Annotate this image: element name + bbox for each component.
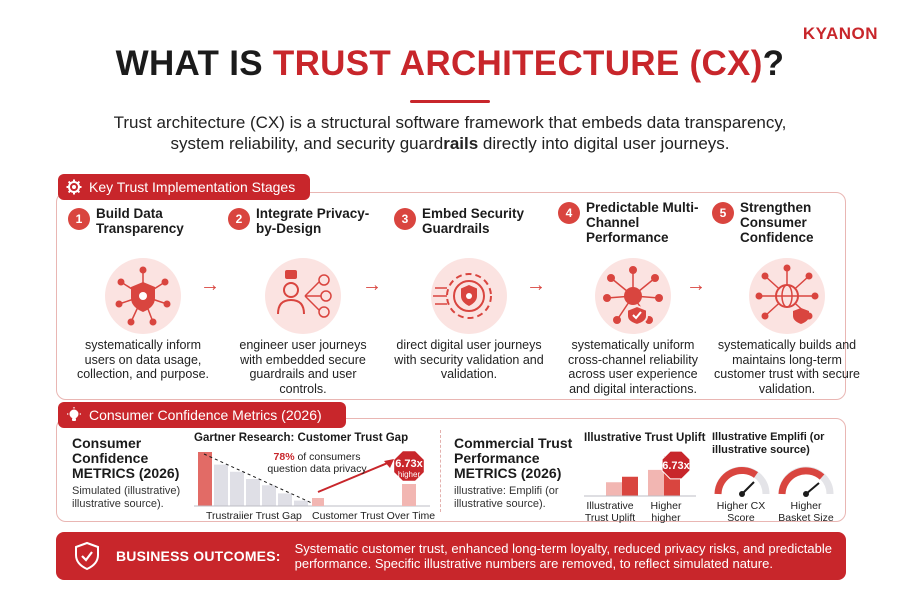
trust-gap-bar [214, 464, 228, 506]
page-title: WHAT IS TRUST ARCHITECTURE (CX)? [0, 44, 900, 84]
business-outcomes-banner: BUSINESS OUTCOMES: Systematic customer t… [56, 532, 846, 580]
stage-title: Build Data Transparency [96, 206, 184, 236]
gauges [714, 466, 834, 497]
title-highlight: TRUST ARCHITECTURE (CX) [272, 44, 763, 83]
brand-logo: KYANON [802, 24, 878, 43]
title-prefix: WHAT IS [115, 44, 273, 83]
trust-gap-stat: 78% of consumers question data privacy [262, 451, 372, 475]
stage-1: 1 Build Data Transparency systematically … [68, 206, 218, 382]
badge-sub: higher [398, 470, 421, 479]
title-suffix: ? [762, 44, 785, 83]
gear-shield-icon [431, 258, 507, 334]
trust-gap-bar [198, 452, 212, 506]
stage-number: 1 [68, 208, 90, 230]
stage-3: 3 Embed Security Guardrails direct digita… [394, 206, 544, 382]
title-underline [410, 100, 490, 103]
gauge-label-left: Higher CX Score [716, 500, 766, 524]
stage-2: 2 Integrate Privacy-by-Design engineer us… [228, 206, 378, 396]
gauges-title: Illustrative Emplifi (or illustrative so… [712, 431, 842, 457]
stage-description: direct digital user journeys with securi… [394, 338, 544, 381]
trust-rise-arrowhead [384, 459, 394, 468]
outcomes-text: Systematic customer trust, enhanced long… [294, 540, 832, 572]
uplift-bar [648, 469, 664, 496]
stage-arrow: → [686, 274, 706, 296]
trust-gap-chart-title: Gartner Research: Customer Trust Gap [194, 432, 409, 444]
intro-part2: directly into digital user journeys. [478, 134, 730, 153]
trust-gap-bar [230, 471, 244, 506]
metrics-divider [440, 430, 441, 512]
badge-value: 6.73x [395, 458, 423, 470]
stages-section-header: Key Trust Implementation Stages [58, 174, 310, 200]
stage-description: systematically builds and maintains long… [714, 338, 860, 396]
uplift-chart: 6.73x [584, 450, 696, 497]
shield-network-icon [105, 258, 181, 334]
trust-gap-bar [246, 479, 260, 506]
stage-number: 3 [394, 208, 416, 230]
lightbulb-icon [67, 407, 81, 421]
stage-5: 5 Strengthen Consumer Confidence systemat… [712, 200, 862, 396]
trust-gap-trend-line [203, 453, 315, 505]
outcomes-label: BUSINESS OUTCOMES: [116, 548, 281, 564]
uplift-bar [606, 482, 622, 496]
stage-title: Strengthen Consumer Confidence [740, 200, 814, 245]
trust-gap-bar [262, 485, 276, 506]
uplift-bar [622, 476, 638, 496]
stage-description: systematically inform users on data usag… [76, 338, 210, 381]
metrics-section-header: Consumer Confidence Metrics (2026) [58, 402, 346, 428]
stat-percent: 78% [273, 451, 295, 463]
commercial-trust-block: Commercial Trust Performance METRICS (20… [454, 436, 580, 511]
gauge-basket-size [778, 466, 834, 497]
stages-section-label: Key Trust Implementation Stages [89, 179, 296, 195]
multi-channel-icon [595, 258, 671, 334]
stage-description: engineer user journeys with embedded sec… [239, 338, 367, 396]
stage-arrow: → [526, 274, 546, 296]
uplift-chart-title: Illustrative Trust Uplift [584, 432, 706, 444]
stage-arrow: → [362, 274, 382, 296]
stage-title: Predictable Multi-Channel Performance [586, 200, 699, 245]
metrics-panel [56, 418, 846, 522]
uplift-label-left: Illustrative Trust Uplift [584, 500, 636, 524]
intro-text: Trust architecture (CX) is a structural … [90, 112, 810, 154]
uplift-label-right: Higher higher [650, 500, 682, 524]
stage-number: 5 [712, 202, 734, 224]
metrics-section-label: Consumer Confidence Metrics (2026) [89, 407, 322, 423]
trust-over-time-bar [312, 498, 324, 506]
consumer-confidence-block: Consumer Confidence METRICS (2026) Simul… [72, 436, 190, 511]
intro-bold: rails [443, 134, 479, 153]
gap-xlabel-right: Customer Trust Over Time [312, 510, 436, 522]
commercial-trust-source: illustrative: Emplifi (or illustrative s… [454, 485, 559, 510]
stat-text: of consumers question data privacy [267, 451, 367, 475]
shield-check-icon [75, 541, 99, 571]
intro-part1: Trust architecture (CX) is a structural … [113, 113, 787, 153]
consumer-confidence-source: Simulated (illustrative) illustrative so… [72, 485, 181, 510]
gap-xlabel-left: Trustraiier Trust Gap [206, 510, 302, 522]
stage-4: 4 Predictable Multi-Channel Performance s… [558, 200, 708, 396]
trust-over-time-bar [402, 484, 416, 506]
gauges-title-text: Illustrative Emplifi (or illustrative so… [712, 431, 825, 456]
trust-gap-bar [294, 500, 308, 506]
user-privacy-icon [265, 258, 341, 334]
gauge-label-right: Higher Basket Size [778, 500, 834, 524]
stage-arrow: → [200, 274, 220, 296]
stage-description: systematically uniform cross-channel rel… [568, 338, 698, 396]
multiplier-badge [394, 451, 424, 481]
uplift-badge-value: 6.73x [662, 460, 690, 472]
stage-number: 2 [228, 208, 250, 230]
uplift-badge [661, 450, 691, 480]
globe-network-icon [749, 258, 825, 334]
stage-title: Integrate Privacy-by-Design [256, 206, 370, 236]
trust-gap-bar [278, 493, 292, 506]
stage-title: Embed Security Guardrails [422, 206, 525, 236]
gauge-cx-score [714, 466, 770, 497]
gear-icon [66, 179, 82, 195]
stage-number: 4 [558, 202, 580, 224]
trust-rise-arrow [317, 461, 391, 493]
commercial-trust-title: Commercial Trust Performance METRICS (20… [454, 435, 573, 481]
consumer-confidence-title: Consumer Confidence METRICS (2026) [72, 435, 180, 481]
